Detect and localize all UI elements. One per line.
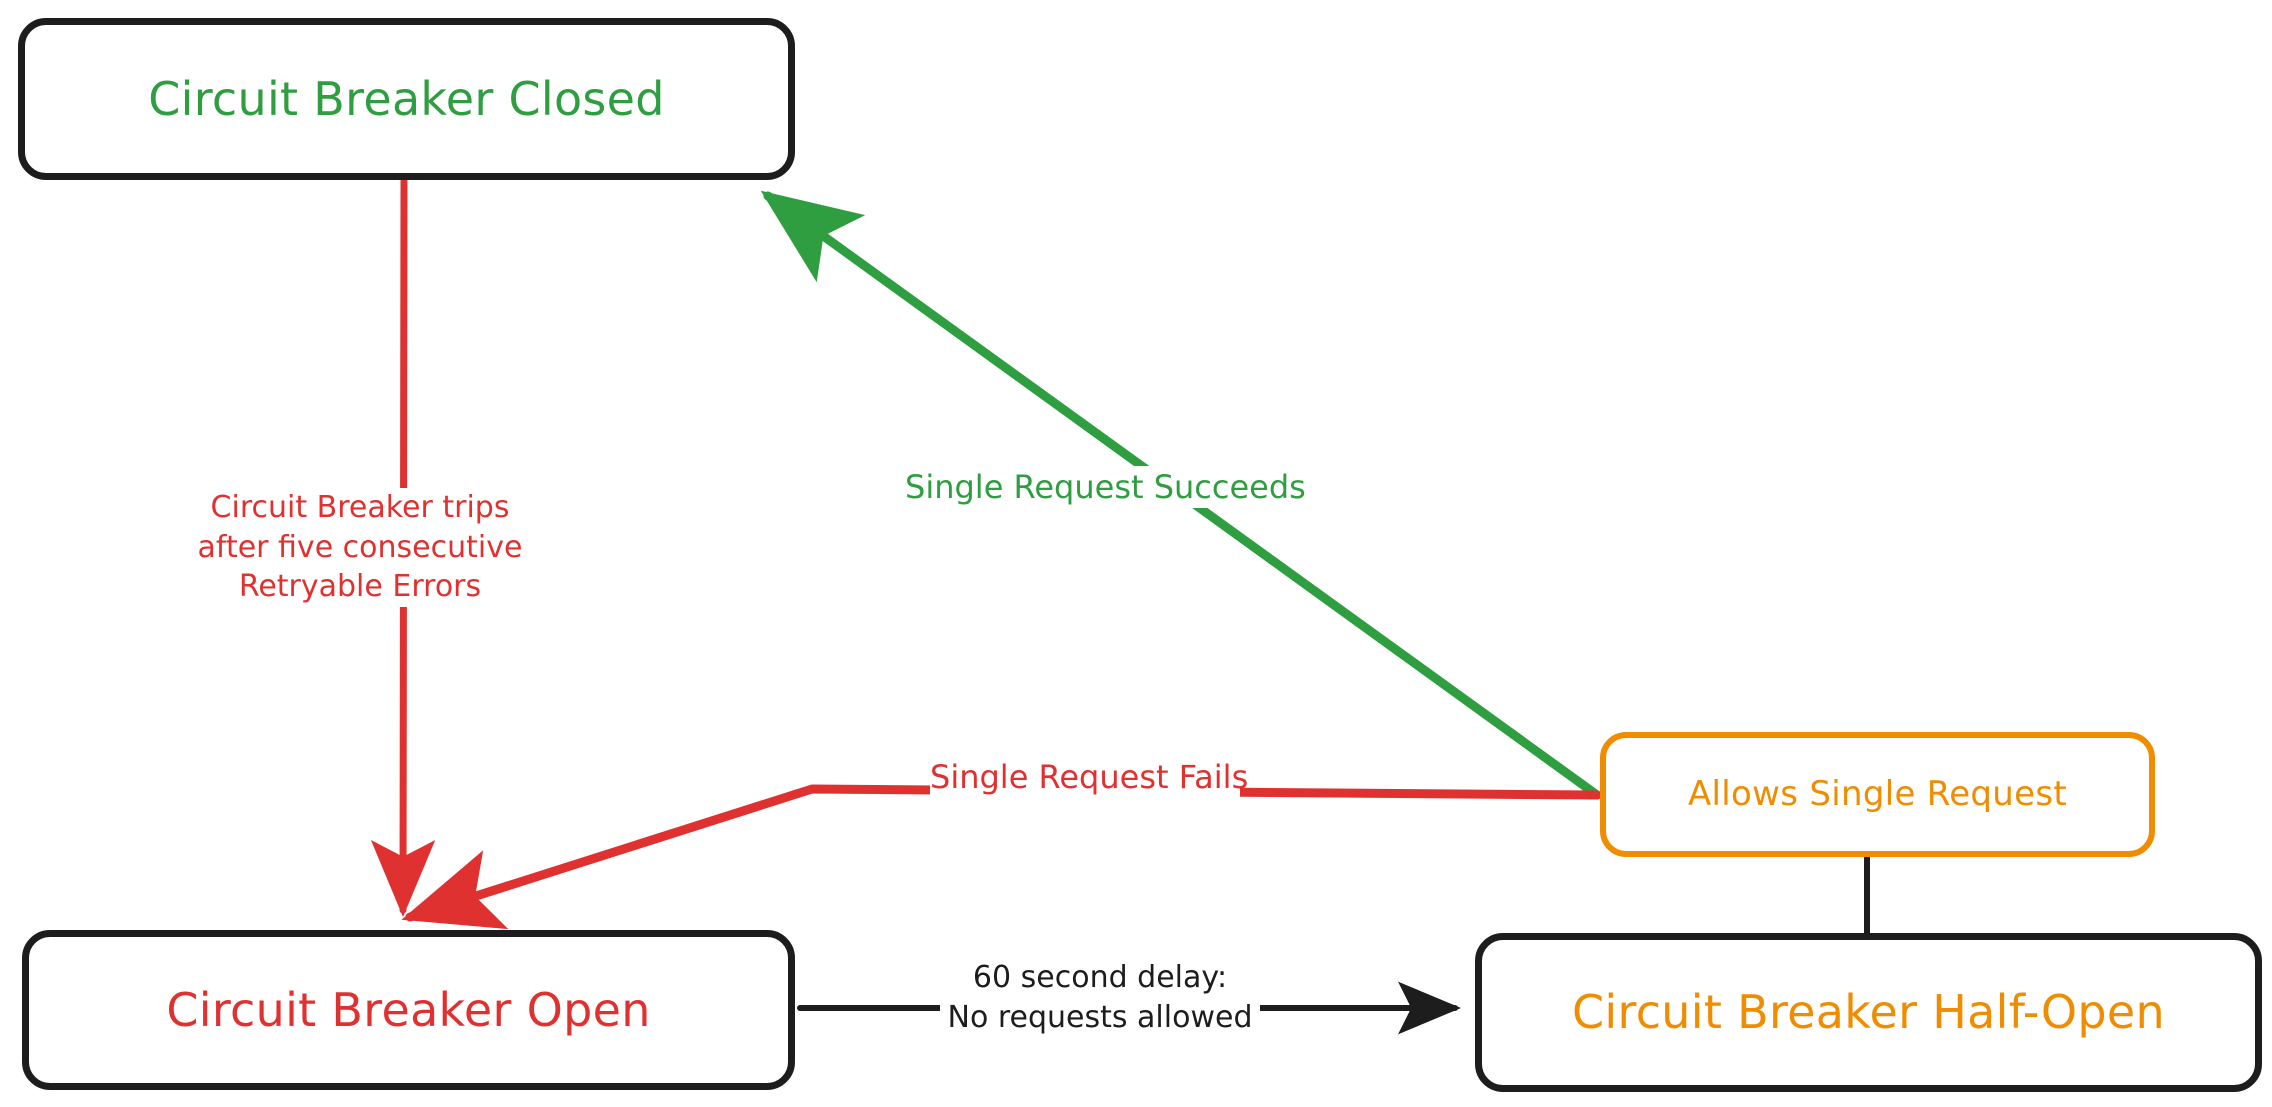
- edge-label-line: after five consecutive: [197, 529, 523, 565]
- state-node-label: Circuit Breaker Half-Open: [1572, 985, 2165, 1040]
- edge-label-allows-to-open: Single Request Fails: [930, 756, 1249, 799]
- state-node-circuit-breaker-open[interactable]: Circuit Breaker Open: [22, 930, 795, 1090]
- edge-allows-to-open: [401, 784, 1602, 930]
- state-node-label: Circuit Breaker Open: [166, 982, 651, 1037]
- edge-label-line: Retryable Errors: [238, 569, 482, 605]
- edge-label-line: Single Request Succeeds: [905, 468, 1306, 506]
- edge-label-line: No requests allowed: [947, 999, 1253, 1035]
- edge-label-line: 60 second delay:: [972, 960, 1228, 995]
- state-node-label: Circuit Breaker Closed: [148, 71, 665, 126]
- edge-label-line: Circuit Breaker trips: [210, 490, 510, 525]
- edge-label-allows-to-closed: Single Request Succeeds: [905, 466, 1306, 509]
- edge-label-line: Single Request Fails: [930, 758, 1249, 796]
- edge-label-closed-to-open: Circuit Breaker trips after five consecu…: [160, 488, 560, 607]
- state-node-circuit-breaker-half-open[interactable]: Circuit Breaker Half-Open: [1475, 933, 2262, 1092]
- state-node-label: Allows Single Request: [1687, 773, 2068, 814]
- edge-label-open-to-half-open: 60 second delay: No requests allowed: [940, 958, 1260, 1038]
- state-node-circuit-breaker-closed[interactable]: Circuit Breaker Closed: [18, 18, 795, 180]
- state-node-allows-single-request[interactable]: Allows Single Request: [1600, 732, 2155, 857]
